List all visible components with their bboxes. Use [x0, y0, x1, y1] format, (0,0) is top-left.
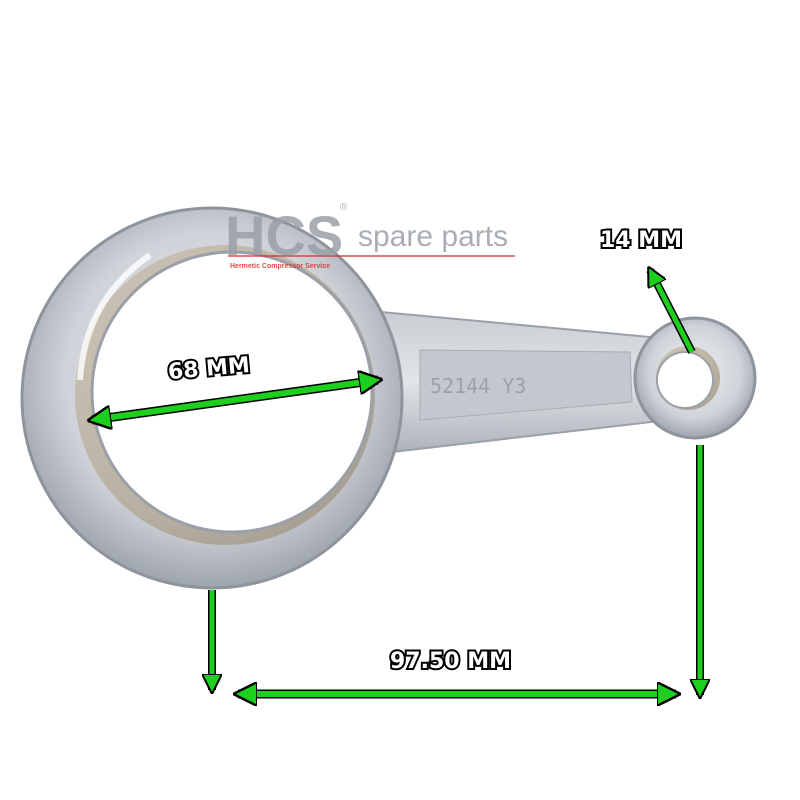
center-distance-label: 97.50 MM: [390, 649, 511, 674]
big-end-ring: [20, 206, 404, 590]
small-end-arrow: [650, 270, 695, 354]
part-stamp: 52144 Y3: [430, 374, 526, 398]
hcs-logo: HCS ® spare parts Hermetic Compressor Se…: [225, 202, 515, 270]
logo-subtitle: Hermetic Compressor Service: [230, 263, 330, 270]
big-end-arrow: [92, 380, 378, 420]
rod-shank: 52144 Y3: [358, 308, 670, 454]
logo-tagline: spare parts: [358, 220, 508, 253]
small-end-ring: [633, 316, 757, 440]
logo-brand: HCS: [225, 204, 343, 267]
small-end-label: 14 MM: [600, 228, 682, 253]
logo-registered-mark: ®: [340, 202, 348, 213]
dimension-small-end: 14 MM: [598, 226, 696, 354]
dimension-center-distance: 97.50 MM: [212, 445, 700, 695]
